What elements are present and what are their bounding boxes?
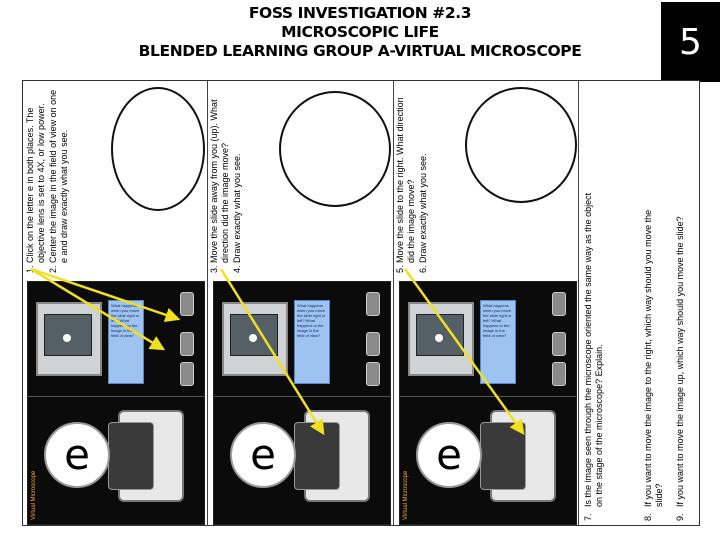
panel-divider — [214, 396, 390, 397]
pointer-arrows — [30, 267, 525, 436]
column-divider — [393, 81, 394, 525]
slide-dot — [435, 334, 443, 342]
field-of-view-screen — [222, 302, 288, 376]
title-line-2: MICROSCOPIC LIFE — [281, 23, 439, 41]
control-button[interactable] — [552, 332, 566, 356]
question-7: 7.Is the image seen through the microsco… — [583, 192, 604, 521]
arrow-to-lens-e — [30, 267, 181, 323]
column-divider — [578, 81, 579, 525]
title-block: FOSS INVESTIGATION #2.3 MICROSCOPIC LIFE… — [60, 4, 660, 61]
field-of-view-screen — [408, 302, 474, 376]
slide-dot — [63, 334, 71, 342]
column-divider — [207, 81, 208, 525]
worksheet-image: Click on the letter e in both places. Th… — [22, 80, 700, 526]
arrow-to-slide-e — [30, 267, 166, 351]
question-9: 9.If you want to move the image up, whic… — [675, 216, 685, 521]
drawing-circle-3[interactable] — [465, 87, 577, 203]
slide-letter-e[interactable]: e — [44, 422, 110, 488]
virtual-microscope-panel-3: What happens when you move the slide rig… — [399, 281, 577, 525]
panel-divider — [400, 396, 576, 397]
title-line-1: FOSS INVESTIGATION #2.3 — [248, 4, 472, 22]
panel-divider — [28, 396, 204, 397]
virtual-microscope-panel-2: What happens when you move the slide rig… — [213, 281, 391, 525]
control-button[interactable] — [180, 332, 194, 356]
drawing-circle-2[interactable] — [279, 91, 391, 207]
drawing-circle-1[interactable] — [111, 87, 205, 211]
slide-dot — [249, 334, 257, 342]
title-line-3: BLENDED LEARNING GROUP A-VIRTUAL MICROSC… — [138, 42, 582, 60]
control-button[interactable] — [552, 292, 566, 316]
arrow-to-stage — [403, 268, 525, 436]
slide-letter-e[interactable]: e — [416, 422, 482, 488]
control-button[interactable] — [366, 332, 380, 356]
control-button[interactable] — [180, 292, 194, 316]
control-button[interactable] — [366, 362, 380, 386]
control-button[interactable] — [366, 292, 380, 316]
info-box: What happens when you move the slide rig… — [480, 300, 516, 384]
question-8: 8.If you want to move the image to the r… — [643, 209, 664, 521]
arrow-to-stage — [219, 268, 325, 436]
objective-turret[interactable] — [108, 422, 154, 490]
slide-number: 5 — [661, 2, 720, 82]
info-box: What happens when you move the slide rig… — [294, 300, 330, 384]
slide-letter-e[interactable]: e — [230, 422, 296, 488]
control-button[interactable] — [180, 362, 194, 386]
field-of-view-screen — [36, 302, 102, 376]
control-button[interactable] — [552, 362, 566, 386]
